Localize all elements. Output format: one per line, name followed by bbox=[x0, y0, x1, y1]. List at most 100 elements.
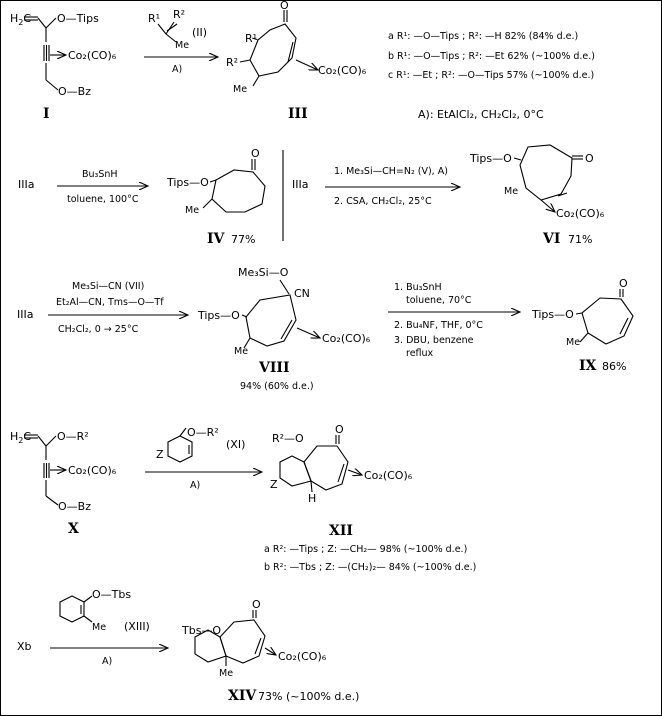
compound-VIII-label: VIII bbox=[258, 360, 290, 376]
svg-text:O: O bbox=[585, 152, 594, 165]
step-3-1b: toluene, 70°C bbox=[406, 295, 472, 306]
compound-XII-z: Z bbox=[270, 478, 278, 491]
reagent-tmscn: Me₃Si—CN (VII) bbox=[72, 281, 144, 292]
reagent-XIII-otbs: O—Tbs bbox=[92, 588, 131, 601]
variant-c: c R¹: —Et ; R²: —O—Tips 57% (~100% d.e.) bbox=[388, 70, 594, 81]
compound-VIII-tms: Me₃Si—O bbox=[238, 266, 289, 279]
xii-variant-b: b R²: —Tbs ; Z: —(CH₂)₂— 84% (~100% d.e.… bbox=[264, 562, 476, 573]
condition-left: toluene, 100°C bbox=[67, 194, 139, 205]
reagent-II-r1: R¹ bbox=[148, 12, 160, 25]
reagent-XI-structure: O—R² Z (XI) bbox=[156, 426, 245, 463]
compound-VI-cobalt: Co₂(CO)₆ bbox=[556, 207, 605, 220]
compound-X-cobalt: Co₂(CO)₆ bbox=[68, 464, 117, 477]
variant-b: b R¹: —O—Tips ; R²: —Et 62% (~100% d.e.) bbox=[388, 51, 595, 62]
reagent-II-me: Me bbox=[175, 40, 189, 51]
compound-VIII-yield: 94% (60% d.e.) bbox=[240, 381, 314, 392]
compound-X-structure: H2C O—R² Co₂(CO)₆ O—Bz X bbox=[10, 430, 117, 537]
compound-I-label: I bbox=[43, 106, 50, 122]
section-3: IIIa Me₃Si—CN (VII) Et₂Al—CN, Tms—O—Tf C… bbox=[17, 266, 634, 392]
section-5: Xb O—Tbs Me (XIII) A) O Tbs—O Me Co₂(CO)… bbox=[17, 588, 359, 704]
reagent-XI-or2: O—R² bbox=[187, 426, 219, 439]
compound-VI-structure: O Tips—O Me Co₂(CO)₆ VI 71% bbox=[469, 144, 605, 247]
reagent-XI-label: (XI) bbox=[226, 438, 245, 451]
svg-text:O: O bbox=[252, 598, 261, 611]
reagent-XIII-me: Me bbox=[92, 622, 106, 633]
compound-XIV-cobalt: Co₂(CO)₆ bbox=[278, 650, 327, 663]
svg-text:O: O bbox=[619, 277, 628, 290]
section-4: H2C O—R² Co₂(CO)₆ O—Bz X O—R² Z (XI) bbox=[10, 423, 476, 573]
compound-XII-structure: R²—O O Z H Co₂(CO)₆ XII bbox=[270, 423, 413, 539]
compound-III-r2: R² bbox=[226, 56, 238, 69]
compound-IX-structure: O Tips—O Me IX 86% bbox=[531, 277, 634, 374]
xii-variant-a: a R²: —Tips ; Z: —CH₂— 98% (~100% d.e.) bbox=[264, 544, 467, 555]
compound-I-ester: O—Bz bbox=[58, 85, 91, 98]
compound-I-cobalt: Co₂(CO)₆ bbox=[68, 49, 117, 62]
compound-IV-tips: Tips—O bbox=[166, 176, 209, 189]
section-1-allylation: H2C O—Tips Co₂(CO)₆ O—Bz I R¹ R² Me (II) bbox=[10, 0, 595, 122]
compound-VIII-tips: Tips—O bbox=[197, 309, 240, 322]
compound-VI-me: Me bbox=[504, 186, 518, 197]
section-2: IIIa Bu₃SnH toluene, 100°C O Tips—O Me I… bbox=[18, 144, 605, 247]
compound-X-ester: O—Bz bbox=[58, 500, 91, 513]
compound-VI-label: VI bbox=[542, 231, 560, 247]
reagent-et2alcn: Et₂Al—CN, Tms—O—Tf bbox=[56, 297, 164, 308]
compound-XII-label: XII bbox=[329, 523, 353, 539]
compound-X-or2: O—R² bbox=[57, 430, 89, 443]
condition-3: CH₂Cl₂, 0 → 25°C bbox=[58, 324, 139, 335]
compound-III-structure: O Co₂(CO)₆ R¹ R² Me III bbox=[226, 0, 367, 122]
reagent-XIII-label: (XIII) bbox=[124, 620, 150, 633]
step-3-1: 1. Bu₃SnH bbox=[394, 282, 442, 293]
compound-XIV-structure: O Tbs—O Me Co₂(CO)₆ XIV 73% (~100% d.e.) bbox=[181, 598, 359, 704]
compound-III-r1: R¹ bbox=[245, 32, 257, 45]
compound-VI-tips: Tips—O bbox=[469, 152, 512, 165]
svg-text:O: O bbox=[280, 0, 289, 12]
svg-text:H2C: H2C bbox=[10, 12, 31, 27]
svg-text:H2C: H2C bbox=[10, 430, 31, 445]
compound-IV-me: Me bbox=[185, 205, 199, 216]
compound-XIV-label: XIV bbox=[228, 688, 257, 704]
compound-VIII-me: Me bbox=[234, 346, 248, 357]
reagent-II-label: (II) bbox=[192, 26, 207, 39]
compound-XII-r2o: R²—O bbox=[272, 432, 304, 445]
compound-IX-tips: Tips—O bbox=[531, 308, 574, 321]
compound-III-label: III bbox=[288, 106, 308, 122]
compound-IX-yield: 86% bbox=[602, 360, 626, 373]
compound-X-label: X bbox=[68, 521, 79, 537]
start-IIIa-left: IIIa bbox=[18, 178, 34, 191]
compound-VIII-cobalt: Co₂(CO)₆ bbox=[322, 332, 371, 345]
compound-VI-yield: 71% bbox=[568, 233, 592, 246]
arrow-6-condition: A) bbox=[190, 480, 200, 491]
reagent-II-structure: R¹ R² Me (II) bbox=[148, 8, 207, 51]
svg-text:O: O bbox=[335, 423, 344, 436]
step-3-3: 3. DBU, benzene bbox=[394, 335, 474, 346]
compound-XIV-yield: 73% (~100% d.e.) bbox=[258, 690, 359, 703]
compound-III-cobalt: Co₂(CO)₆ bbox=[318, 64, 367, 77]
reagent-bu3snh: Bu₃SnH bbox=[82, 169, 118, 180]
step-3-3b: reflux bbox=[406, 348, 434, 359]
step-3-2: 2. Bu₄NF, THF, 0°C bbox=[394, 320, 483, 331]
arrow-1-condition: A) bbox=[172, 64, 182, 75]
compound-IV-structure: O Tips—O Me IV 77% bbox=[166, 147, 266, 247]
step-2-csa: 2. CSA, CH₂Cl₂, 25°C bbox=[334, 196, 432, 207]
step-1-diazo: 1. Me₃Si—CH=N₂ (V), A) bbox=[334, 166, 448, 177]
compound-XIV-me: Me bbox=[219, 668, 233, 679]
svg-text:O: O bbox=[251, 147, 260, 160]
compound-IX-me: Me bbox=[566, 337, 580, 348]
compound-IV-yield: 77% bbox=[231, 233, 255, 246]
reagent-II-r2: R² bbox=[173, 8, 185, 21]
condition-A: A): EtAlCl₂, CH₂Cl₂, 0°C bbox=[418, 108, 544, 121]
start-Xb: Xb bbox=[17, 640, 32, 653]
start-IIIa-3: IIIa bbox=[17, 308, 33, 321]
reagent-XIII-structure: O—Tbs Me (XIII) bbox=[59, 588, 150, 633]
start-IIIa-right: IIIa bbox=[292, 178, 308, 191]
compound-XIV-tbs: Tbs—O bbox=[181, 624, 221, 637]
compound-IX-label: IX bbox=[579, 358, 597, 374]
compound-XII-h: H bbox=[308, 492, 316, 505]
compound-I-structure: H2C O—Tips Co₂(CO)₆ O—Bz I bbox=[10, 12, 117, 122]
compound-VIII-structure: Me₃Si—O CN Tips—O Me Co₂(CO)₆ VIII 94% (… bbox=[197, 266, 371, 392]
compound-I-tips: O—Tips bbox=[57, 12, 99, 25]
variant-a: a R¹: —O—Tips ; R²: —H 82% (84% d.e.) bbox=[388, 31, 578, 42]
arrow-7-condition: A) bbox=[102, 656, 112, 667]
